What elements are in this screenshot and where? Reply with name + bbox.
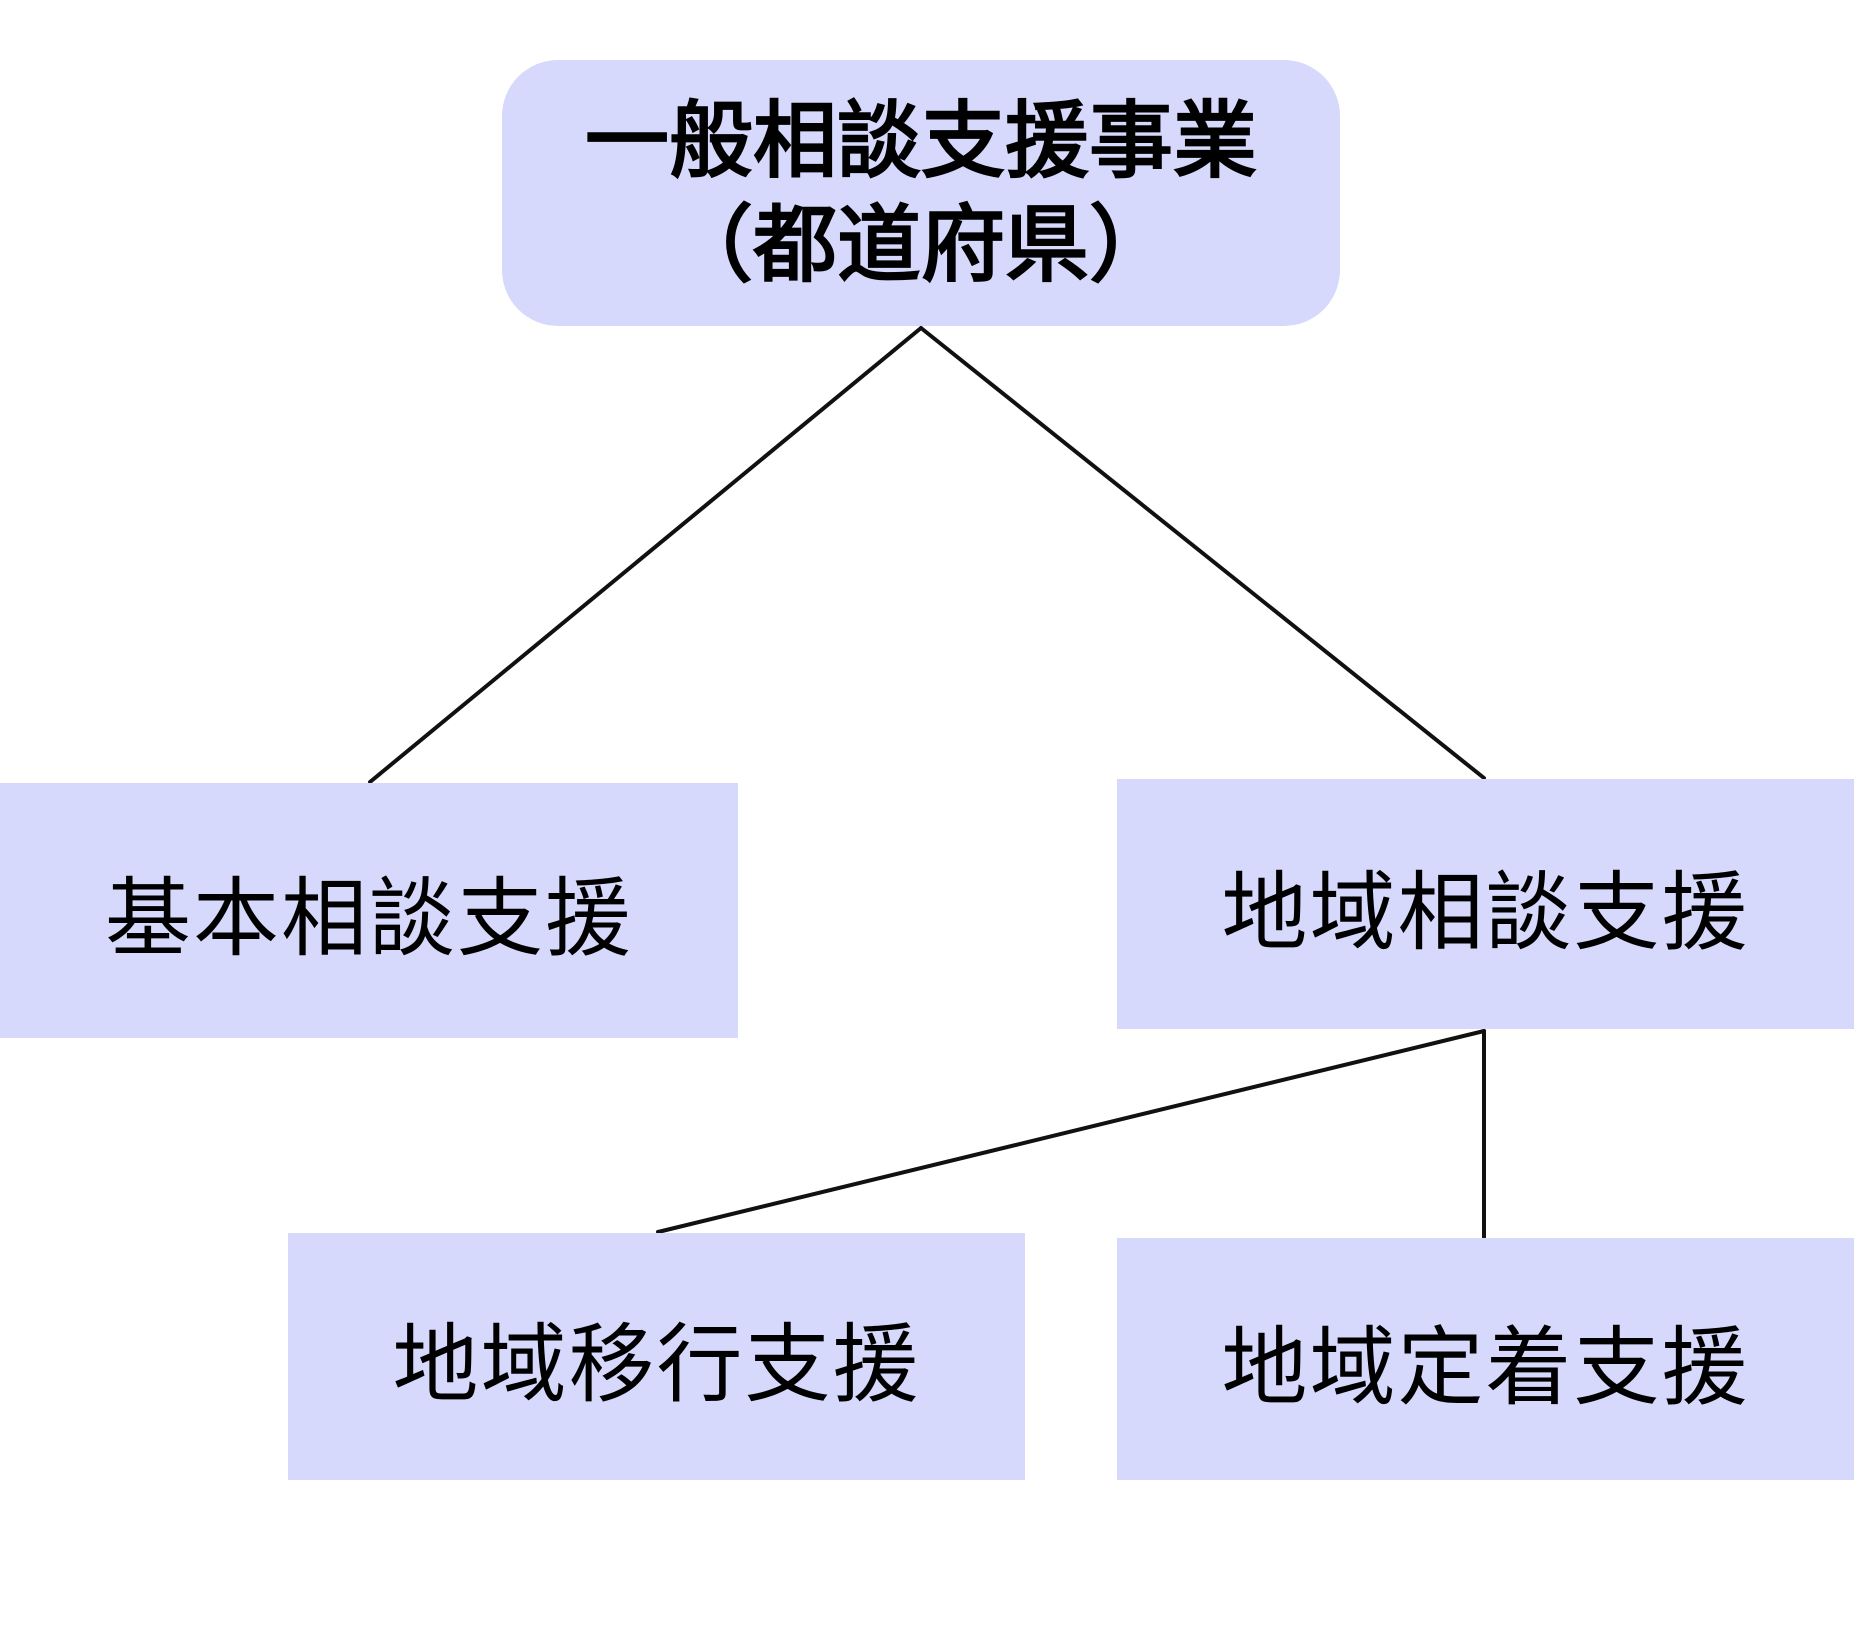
edge-regional-to-transition [656,1029,1486,1234]
root-title-line1: 一般相談支援事業 [584,92,1257,190]
node-regional-settlement: 地域定着支援 [1117,1238,1854,1480]
node-basic-label: 基本相談支援 [105,869,633,969]
node-settlement-label: 地域定着支援 [1221,1317,1750,1418]
node-transition-label: 地域移行支援 [392,1315,921,1415]
edge-root-to-basic [368,326,923,784]
node-regional-consultation: 地域相談支援 [1117,779,1854,1029]
node-regional-label: 地域相談支援 [1221,862,1750,963]
node-regional-transition: 地域移行支援 [288,1233,1025,1480]
edge-root-to-regional [919,326,1486,780]
root-node-general-consultation: 一般相談支援事業 （都道府県） [502,60,1340,326]
root-title-line2: （都道府県） [668,196,1173,294]
node-basic-consultation: 基本相談支援 [0,783,738,1038]
